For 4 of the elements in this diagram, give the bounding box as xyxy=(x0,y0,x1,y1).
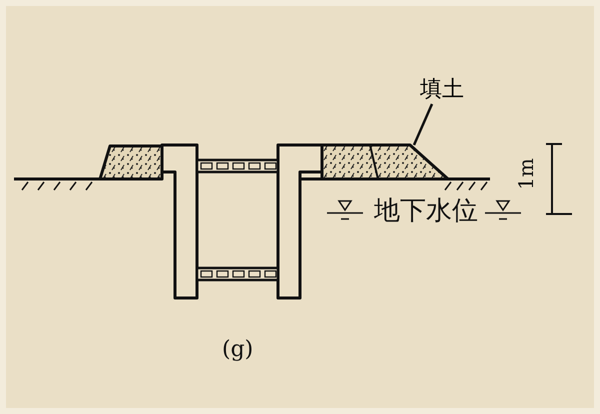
callout-label: 填土 xyxy=(416,76,468,104)
leader-line xyxy=(412,104,434,146)
dimension-label: 1m xyxy=(514,158,537,190)
figure-label: (g) xyxy=(222,338,254,362)
